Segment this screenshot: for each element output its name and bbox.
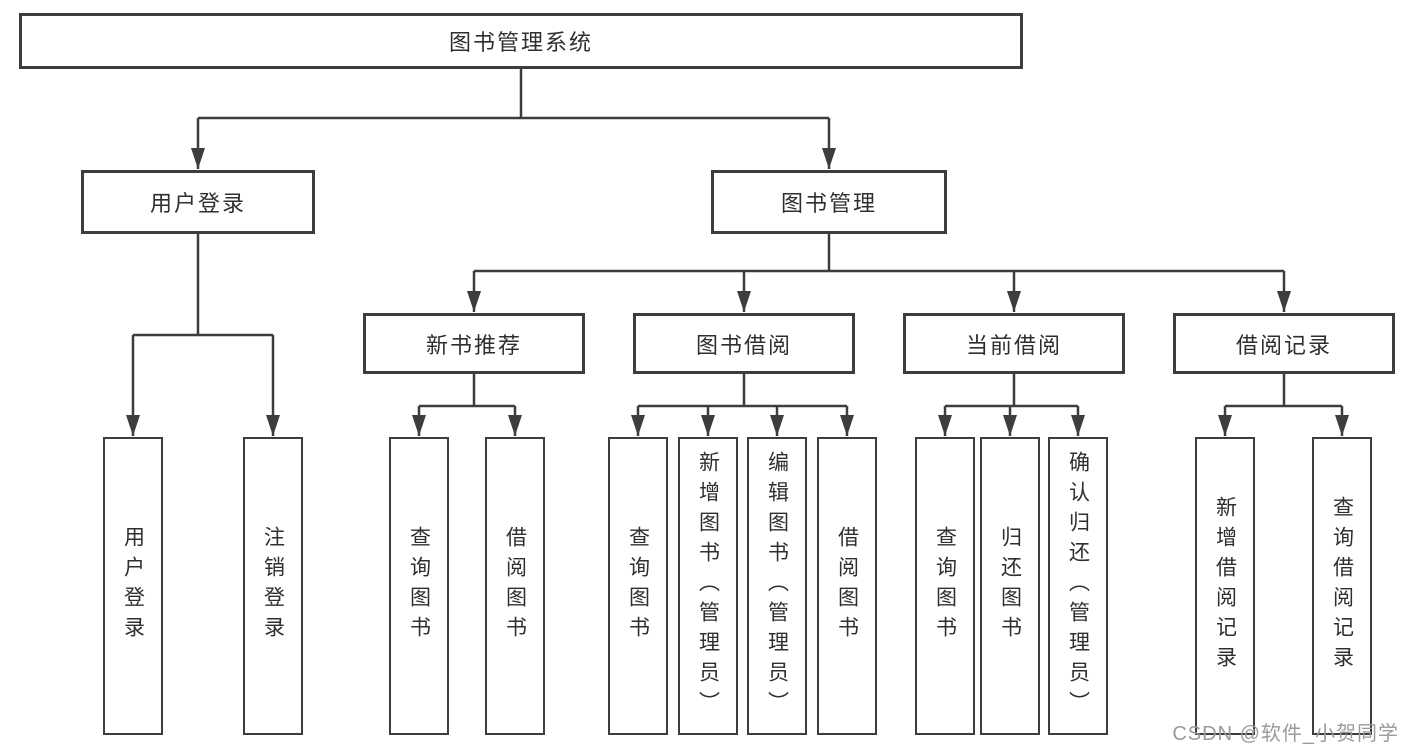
leaf-logout: 注销登录 [243,437,303,735]
leaf-borrow-books-recommend: 借阅图书 [485,437,545,735]
node-user-login: 用户登录 [81,170,315,234]
node-root: 图书管理系统 [19,13,1023,69]
leaf-return-books: 归还图书 [980,437,1040,735]
leaf-edit-book-admin: 编辑图书（管理员） [747,437,807,735]
leaf-add-book-admin: 新增图书（管理员） [678,437,738,735]
leaf-query-books-borrow: 查询图书 [608,437,668,735]
leaf-borrow-books: 借阅图书 [817,437,877,735]
leaf-query-borrow-record: 查询借阅记录 [1312,437,1372,735]
leaf-confirm-return-admin: 确认归还（管理员） [1048,437,1108,735]
node-book-borrow: 图书借阅 [633,313,855,374]
node-new-book-recommend: 新书推荐 [363,313,585,374]
node-book-management: 图书管理 [711,170,947,234]
watermark: CSDN @软件_小贺同学 [1172,723,1399,745]
node-current-borrow: 当前借阅 [903,313,1125,374]
leaf-add-borrow-record: 新增借阅记录 [1195,437,1255,735]
leaf-query-books-recommend: 查询图书 [389,437,449,735]
node-borrow-records: 借阅记录 [1173,313,1395,374]
leaf-user-login: 用户登录 [103,437,163,735]
leaf-query-books-current: 查询图书 [915,437,975,735]
